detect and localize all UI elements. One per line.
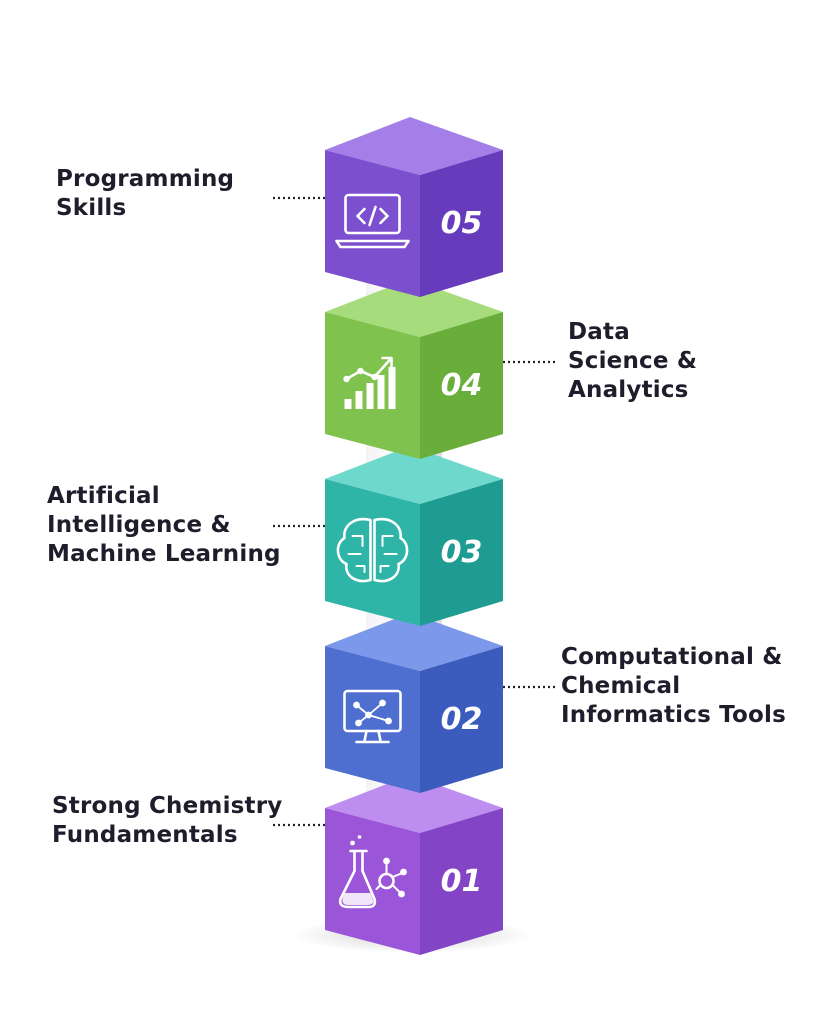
step-label-line: Strong Chemistry <box>52 793 283 819</box>
cube-step-01: 01 <box>325 775 503 955</box>
step-label-line: Chemical <box>561 673 681 699</box>
cube-top-face <box>325 446 503 504</box>
cube-step-05: 05 <box>325 117 503 297</box>
cube-front-face <box>325 150 420 297</box>
step-number: 04 <box>441 368 483 403</box>
cube-top-face <box>325 279 503 337</box>
step-label-line: Science & <box>568 348 698 374</box>
cube-top-face <box>325 117 503 175</box>
step-label-line: Fundamentals <box>52 822 238 848</box>
monitor-network-icon <box>343 689 402 744</box>
cube-top-face <box>325 775 503 833</box>
cube-top-face <box>325 613 503 671</box>
cube-front-face <box>325 646 420 793</box>
cube-side-face <box>420 312 503 459</box>
step-number: 03 <box>441 535 483 570</box>
cube-front-face <box>325 479 420 626</box>
cube-step-03: 03 <box>325 446 503 626</box>
step-label-line: Skills <box>56 195 127 221</box>
cube-side-face <box>420 479 503 626</box>
step-number: 05 <box>441 206 483 241</box>
brain-circuit-icon <box>336 517 409 583</box>
step-number: 01 <box>441 864 483 899</box>
step-label-line: Machine Learning <box>47 541 281 567</box>
cube-step-04: 04 <box>325 279 503 459</box>
cube-side-face <box>420 808 503 955</box>
cube-step-02: 02 <box>325 613 503 793</box>
step-label-line: Analytics <box>568 377 689 403</box>
cube-side-face <box>420 646 503 793</box>
step-label-line: Programming <box>56 166 235 192</box>
laptop-code-icon <box>335 193 410 249</box>
cube-front-face <box>325 808 420 955</box>
step-label-line: Intelligence & <box>47 512 231 538</box>
step-number: 02 <box>441 702 483 737</box>
bar-chart-growth-icon <box>343 356 396 409</box>
step-label-line: Artificial <box>47 483 160 509</box>
step-label-line: Computational & <box>561 644 783 670</box>
step-label-line: Informatics Tools <box>561 702 786 728</box>
flask-molecule-icon <box>338 835 407 909</box>
step-label-line: Data <box>568 319 630 345</box>
cube-side-face <box>420 150 503 297</box>
